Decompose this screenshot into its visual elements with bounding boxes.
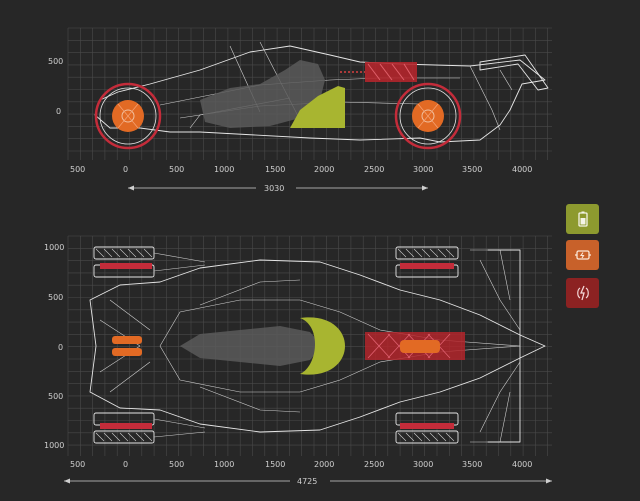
side-x-tick: 2000 [314, 165, 334, 174]
side-y-tick: 0 [56, 107, 61, 116]
top-front-motors [112, 336, 142, 356]
motor-icon [574, 250, 591, 260]
top-x-tick: 3500 [462, 460, 482, 469]
top-x-tick: 0 [123, 460, 128, 469]
side-view: 500 0 500 0 500 1000 1500 2000 2500 3000… [48, 27, 552, 195]
side-x-tick: 0 [123, 165, 128, 174]
top-x-tick: 1500 [265, 460, 285, 469]
side-x-tick: 500 [169, 165, 184, 174]
side-x-tick: 3000 [413, 165, 433, 174]
top-x-tick: 500 [169, 460, 184, 469]
top-inverter [365, 332, 465, 360]
top-y-tick: 1000 [44, 243, 64, 252]
top-y-tick: 0 [58, 343, 63, 352]
top-driver-silhouette [180, 326, 322, 366]
top-view: 1000 500 0 500 1000 500 0 500 1000 1500 … [44, 235, 552, 488]
top-x-tick: 500 [70, 460, 85, 469]
top-rear-left-wheel [395, 246, 459, 278]
motor-legend-button[interactable] [566, 240, 599, 270]
top-x-ticks: 500 0 500 1000 1500 2000 2500 3000 3500 … [70, 460, 532, 469]
side-x-ticks: 500 0 500 1000 1500 2000 2500 3000 3500 … [70, 165, 532, 174]
side-x-tick: 4000 [512, 165, 532, 174]
top-x-tick: 2500 [364, 460, 384, 469]
wheelbase-dimension: 3030 [128, 181, 428, 195]
driver-silhouette [200, 60, 325, 128]
side-x-tick: 3500 [462, 165, 482, 174]
battery-legend-button[interactable] [566, 204, 599, 234]
length-label: 4725 [297, 477, 317, 486]
top-front-right-wheel [93, 412, 206, 444]
top-x-tick: 3000 [413, 460, 433, 469]
side-x-tick: 1500 [265, 165, 285, 174]
side-inverter [340, 62, 417, 82]
power-electronics-legend-button[interactable] [566, 278, 599, 308]
top-battery-pack [300, 317, 345, 375]
top-y-tick: 1000 [44, 441, 64, 450]
top-x-tick: 2000 [314, 460, 334, 469]
car-top [89, 246, 546, 444]
top-front-left-wheel [93, 246, 206, 278]
wheelbase-label: 3030 [264, 184, 284, 193]
side-body-outline [94, 45, 546, 143]
side-y-tick: 500 [48, 57, 63, 66]
top-y-tick: 500 [48, 392, 63, 401]
power-electronics-icon [576, 285, 589, 301]
top-rear-right-wheel [395, 412, 459, 444]
top-x-tick: 4000 [512, 460, 532, 469]
length-dimension: 4725 [64, 474, 552, 488]
side-x-tick: 2500 [364, 165, 384, 174]
battery-icon [577, 211, 588, 227]
front-wheel [94, 82, 162, 150]
top-y-tick: 500 [48, 293, 63, 302]
rear-wing [479, 54, 549, 91]
top-x-tick: 1000 [214, 460, 234, 469]
side-battery-pack [290, 86, 345, 128]
side-x-tick: 1000 [214, 165, 234, 174]
side-x-tick: 500 [70, 165, 85, 174]
top-rear-wing [487, 249, 521, 443]
rear-wheel [394, 82, 462, 150]
car-side [94, 41, 549, 150]
